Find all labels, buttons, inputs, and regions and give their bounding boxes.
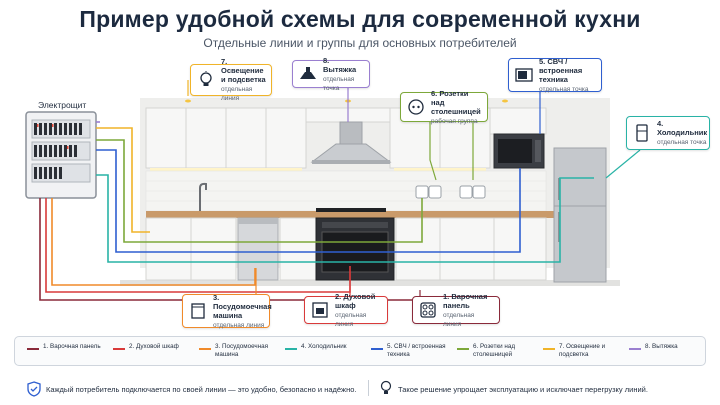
callout-sub: отдельная линия (221, 86, 253, 102)
countertop-sockets (415, 185, 486, 199)
oven (315, 217, 395, 281)
legend-label: 3. Посудомоечная машина (215, 343, 269, 358)
line-dishwasher (51, 198, 256, 286)
dishwasher (237, 217, 279, 281)
under-cabinet-lights (150, 99, 508, 171)
legend-swatch (285, 348, 297, 350)
callout-sub: рабочая группа (431, 117, 478, 125)
callout-title: 4. Холодильник (657, 119, 708, 137)
footer-note-2: Такое решение упрощает эксплуатацию и ис… (398, 385, 648, 394)
legend-swatch (543, 348, 555, 350)
legend: 1. Варочная панель 2. Духовой шкаф 3. По… (14, 336, 706, 366)
callout-sub: отдельная линия (443, 311, 475, 328)
footer: Каждый потребитель подключается по своей… (0, 378, 720, 398)
callout-title: 8. Вытяжка (323, 55, 357, 74)
legend-swatch (629, 348, 641, 350)
legend-label: 7. Освещение и подсветка (559, 343, 606, 358)
legend-swatch (27, 348, 39, 350)
page-subtitle: Отдельные линии и группы для основных по… (203, 36, 517, 50)
hob-icon (418, 300, 438, 320)
legend-label: 5. СВЧ / встроенная техника (387, 343, 446, 358)
legend-label: 1. Варочная панель (43, 343, 101, 350)
legend-label: 6. Розетки над столешницей (473, 343, 516, 358)
legend-item: 2. Духовой шкаф (113, 343, 179, 351)
fridge (553, 147, 607, 283)
microwave (493, 133, 545, 169)
callout-title: 1. Варочная панель (443, 291, 488, 310)
page-title: Пример удобной схемы для современной кух… (79, 6, 641, 32)
hob (316, 208, 386, 212)
callout-title: 5. СВЧ / встроенная техника (539, 56, 583, 84)
callout-lighting: 7. Освещение и подсветка отдельная линия (190, 57, 272, 102)
legend-item: 5. СВЧ / встроенная техника (371, 343, 449, 359)
bulb-icon (196, 70, 216, 90)
microwave-icon (514, 65, 534, 85)
callout-title: 2. Духовой шкаф (335, 291, 376, 310)
line-microwave (96, 149, 521, 253)
callout-title: 6. Розетки над столешницей (431, 88, 481, 116)
callout-title: 3. Посудомоечная машина (213, 292, 272, 320)
floor (120, 280, 620, 286)
lightbulb-icon (380, 380, 392, 398)
legend-label: 4. Холодильник (301, 343, 347, 350)
oven-icon (310, 300, 330, 320)
callout-fridge: 4. Холодильник отдельная точка (626, 116, 710, 150)
callout-connectors (187, 80, 641, 296)
callout-title: 7. Освещение и подсветка (221, 57, 266, 84)
panel-label: Электрощит (38, 100, 87, 110)
legend-swatch (371, 348, 383, 350)
line-hob (39, 198, 420, 301)
legend-label: 8. Вытяжка (645, 343, 678, 350)
electrical-panel (25, 111, 97, 199)
legend-item: 1. Варочная панель (27, 343, 101, 351)
fridge-icon (632, 123, 652, 143)
backsplash (145, 170, 547, 212)
faucet (199, 182, 207, 211)
line-sockets (96, 139, 423, 243)
callout-sub: отдельная линия (335, 311, 367, 328)
legend-label: 2. Духовой шкаф (129, 343, 179, 350)
lower-cabinets (145, 217, 547, 281)
legend-item: 4. Холодильник (285, 343, 347, 351)
line-fridge (96, 174, 594, 263)
legend-item: 8. Вытяжка (629, 343, 678, 351)
legend-item: 6. Розетки над столешницей (457, 343, 535, 359)
hood-icon (298, 64, 318, 84)
dishwasher-icon (188, 301, 208, 321)
footer-note-1: Каждый потребитель подключается по своей… (46, 385, 357, 394)
callout-sub: отдельная точка (657, 139, 707, 146)
line-lighting (96, 127, 150, 233)
shield-check-icon (27, 381, 41, 399)
countertop (146, 211, 556, 218)
range-hood (310, 121, 392, 164)
footer-divider (368, 380, 369, 396)
legend-swatch (457, 348, 469, 350)
legend-item: 7. Освещение и подсветка (543, 343, 621, 359)
callout-sub: отдельная точка (323, 75, 355, 92)
legend-item: 3. Посудомоечная машина (199, 343, 277, 359)
socket-icon (406, 97, 426, 117)
kitchen-scene (25, 80, 641, 301)
legend-swatch (199, 348, 211, 350)
callout-sub: отдельная точка (539, 85, 589, 93)
legend-swatch (113, 348, 125, 350)
callout-sub: отдельная линия (213, 321, 265, 329)
